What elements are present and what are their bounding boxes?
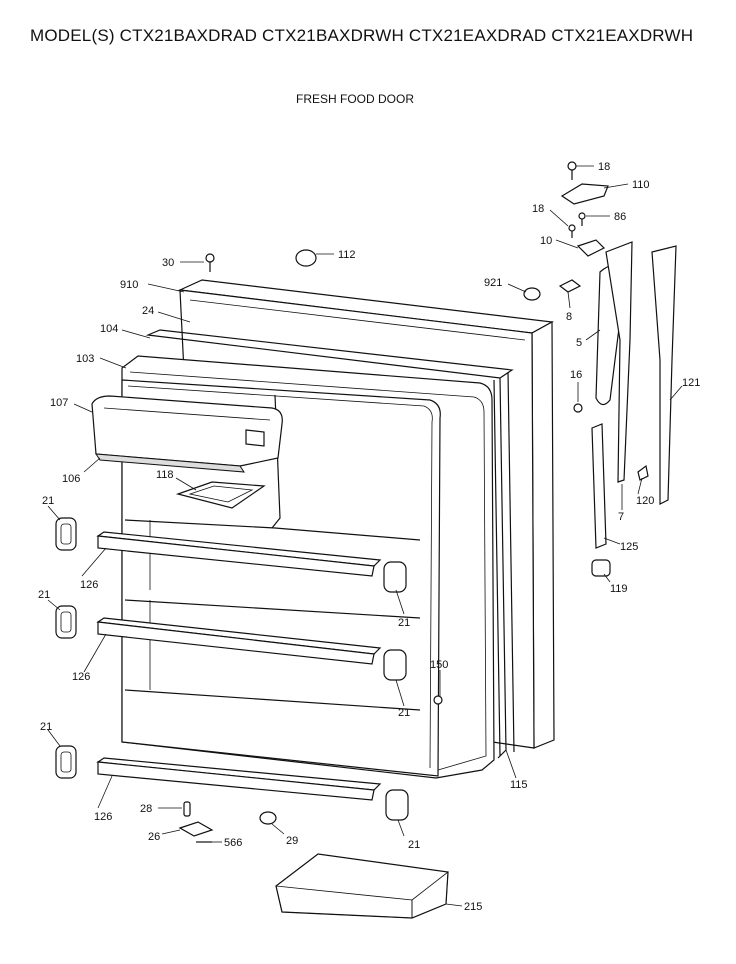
callout-921: 921 (484, 277, 502, 289)
shelf-stop-clip (183, 801, 191, 817)
callout-107: 107 (50, 397, 68, 409)
leader-lines (47, 165, 683, 907)
callout-28: 28 (140, 803, 152, 815)
callout-103: 103 (76, 353, 94, 365)
callout-121: 121 (682, 377, 700, 389)
callout-10: 10 (540, 235, 552, 247)
callout-18a: 18 (598, 161, 610, 173)
door-shelf-top (96, 531, 382, 577)
models-title: MODEL(S) CTX21BAXDRAD CTX21BAXDRWH CTX21… (30, 26, 694, 45)
callout-910: 910 (120, 279, 138, 291)
top-screw (205, 253, 215, 272)
callout-26: 26 (148, 831, 160, 843)
door-shelf-middle (96, 617, 382, 665)
callout-21f: 21 (408, 839, 420, 851)
callout-21b: 21 (38, 589, 50, 601)
handle-cover (651, 245, 677, 505)
callout-119: 119 (610, 583, 628, 595)
callout-115: 115 (510, 779, 528, 791)
dairy-door (91, 395, 283, 473)
door-stop (558, 279, 582, 293)
callout-86: 86 (614, 211, 626, 223)
callout-5: 5 (576, 337, 582, 349)
callout-21c: 21 (398, 617, 410, 629)
hinge-bracket (560, 183, 609, 205)
callout-215: 215 (464, 901, 482, 913)
shelf-end-cap-left-3 (55, 745, 77, 779)
door-bin (275, 853, 449, 919)
callout-106: 106 (62, 473, 80, 485)
callout-110: 110 (632, 179, 650, 191)
callout-21d: 21 (398, 707, 410, 719)
bottom-plug (259, 811, 277, 825)
door-shelf-bottom (96, 757, 382, 801)
callout-126c: 126 (94, 811, 112, 823)
hinge-cap (523, 287, 541, 301)
callout-18b: 18 (532, 203, 544, 215)
callout-118: 118 (156, 469, 174, 481)
shelf-end-cap-left-2 (55, 605, 77, 639)
egg-tray (175, 481, 266, 509)
handle-end-cap (637, 464, 649, 481)
hinge-screw-top (567, 161, 577, 180)
callout-112: 112 (338, 249, 356, 261)
door-closer (591, 423, 607, 549)
closer-cap (591, 559, 611, 577)
bottom-bracket (178, 821, 214, 837)
side-screw (433, 695, 443, 705)
callout-24: 24 (142, 305, 154, 317)
shelf-end-cap-left-1 (55, 517, 77, 551)
callout-21e: 21 (40, 721, 52, 733)
section-title: FRESH FOOD DOOR (296, 92, 415, 106)
callout-104: 104 (100, 323, 118, 335)
callout-16: 16 (570, 369, 582, 381)
callout-30: 30 (162, 257, 174, 269)
handle (605, 241, 633, 483)
handle-screw (573, 403, 583, 413)
shelf-end-cap-right-2 (383, 649, 407, 681)
callout-labels: 18 110 18 86 10 30 112 910 921 8 24 104 … (38, 161, 700, 913)
hinge-screw-lower (568, 212, 586, 238)
shelf-end-cap-right-3 (385, 789, 409, 821)
shelf-end-cap-right-1 (383, 561, 407, 593)
callout-29: 29 (286, 835, 298, 847)
callout-126b: 126 (72, 671, 90, 683)
top-cap-plug (295, 249, 317, 267)
hinge-plate (576, 239, 606, 257)
callout-125: 125 (620, 541, 638, 553)
callout-566: 566 (224, 837, 242, 849)
callout-120: 120 (636, 495, 654, 507)
callout-150: 150 (430, 659, 448, 671)
callout-7: 7 (618, 511, 624, 523)
callout-8: 8 (566, 311, 572, 323)
callout-126a: 126 (80, 579, 98, 591)
callout-21a: 21 (42, 495, 54, 507)
